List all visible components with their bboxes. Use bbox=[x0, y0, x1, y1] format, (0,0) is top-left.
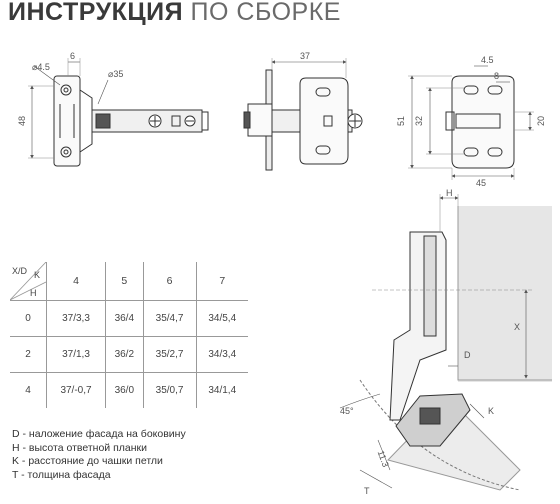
table-row: 4 37/-0,7 36/0 35/0,7 34/1,4 bbox=[10, 372, 248, 408]
table-corner: X/D K H bbox=[10, 262, 47, 301]
title-bold: ИНСТРУКЦИЯ bbox=[8, 0, 184, 26]
side-view bbox=[28, 58, 209, 167]
label-k: K bbox=[488, 406, 494, 416]
table-cell: 34/3,4 bbox=[195, 336, 248, 373]
dim-11-3: 11.3 bbox=[376, 449, 391, 468]
table-cell: 37/3,3 bbox=[45, 300, 106, 337]
label-angle: 45° bbox=[340, 406, 354, 416]
legend-item: K - расстояние до чашки петли bbox=[12, 455, 163, 467]
table-cell: 34/1,4 bbox=[195, 372, 248, 408]
dim-height: 48 bbox=[17, 116, 27, 126]
label-d: D bbox=[464, 350, 471, 360]
table-cell: 36/0 bbox=[105, 372, 144, 408]
corner-k: K bbox=[34, 270, 40, 280]
column-header: 7 bbox=[195, 262, 248, 301]
table-row: 2 37/1,3 36/2 35/2,7 34/3,4 bbox=[10, 336, 248, 373]
corner-diagonals: X/D K H bbox=[10, 262, 46, 300]
plate-view bbox=[408, 65, 534, 180]
table-cell: 35/4,7 bbox=[142, 300, 196, 337]
legend-item: H - высота ответной планки bbox=[12, 441, 147, 454]
dim-right: 20 bbox=[536, 116, 546, 126]
dim-height-outer: 51 bbox=[396, 116, 406, 126]
table-cell: 35/2,7 bbox=[142, 336, 196, 373]
table-cell: 36/2 bbox=[105, 336, 144, 373]
corner-xd: X/D bbox=[12, 266, 28, 276]
setup-table: X/D K H 4 5 6 7 0 37/3,3 36/4 35/4,7 34/… bbox=[10, 262, 248, 408]
row-h: 4 bbox=[10, 372, 47, 408]
row-h: 0 bbox=[10, 300, 47, 337]
label-t: T bbox=[364, 486, 370, 496]
dim-height-inner: 32 bbox=[414, 116, 424, 126]
column-header: 5 bbox=[105, 262, 144, 301]
table-cell: 35/0,7 bbox=[142, 372, 196, 408]
dim-slot: 4.5 bbox=[481, 55, 494, 65]
column-header: 4 bbox=[45, 262, 106, 301]
dim-hole-dia: ⌀4.5 bbox=[32, 62, 50, 72]
dim-gap: 8 bbox=[494, 71, 499, 81]
dim-offset: 6 bbox=[70, 51, 75, 61]
label-h: H bbox=[446, 188, 453, 198]
table-cell: 37/-0,7 bbox=[45, 372, 106, 408]
dim-length: 37 bbox=[300, 51, 310, 61]
corner-h: H bbox=[30, 288, 37, 298]
column-header: 6 bbox=[142, 262, 196, 301]
table-row: 0 37/3,3 36/4 35/4,7 34/5,4 bbox=[10, 300, 248, 337]
legend-item: D - наложение фасада на боковину bbox=[12, 428, 186, 440]
dim-cup-dia: ⌀35 bbox=[108, 69, 123, 79]
legend: D - наложение фасада на боковину H - выс… bbox=[12, 428, 186, 482]
legend-item: T - толщина фасада bbox=[12, 468, 111, 481]
dim-width: 45 bbox=[476, 178, 486, 188]
table-cell: 37/1,3 bbox=[45, 336, 106, 373]
page-title: ИНСТРУКЦИЯ ПО СБОРКЕ bbox=[8, 0, 341, 27]
table-cell: 36/4 bbox=[105, 300, 144, 337]
table-cell: 34/5,4 bbox=[195, 300, 248, 337]
row-h: 2 bbox=[10, 336, 47, 373]
label-x: X bbox=[514, 322, 520, 332]
title-light: ПО СБОРКЕ bbox=[183, 0, 341, 26]
top-view bbox=[243, 58, 363, 171]
install-diagram bbox=[339, 194, 552, 491]
